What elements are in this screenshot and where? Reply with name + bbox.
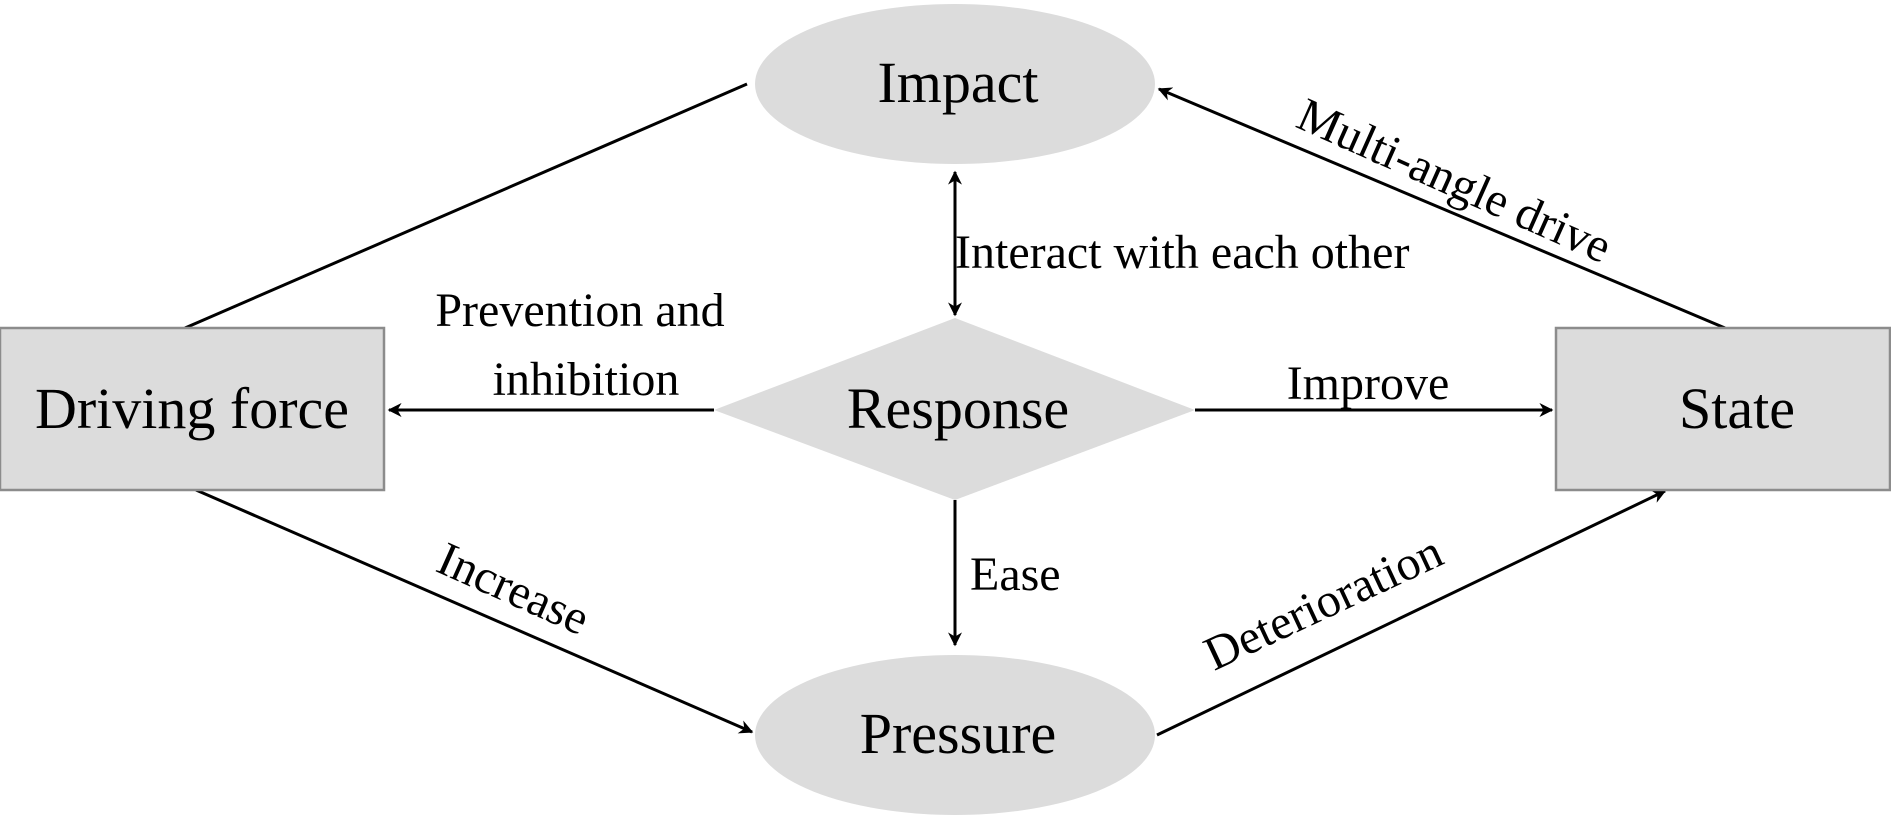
node-driving-force: Driving force	[0, 326, 386, 492]
label-improve: Improve	[1287, 357, 1450, 410]
node-impact-label: Impact	[877, 50, 1038, 115]
node-state: State	[1554, 326, 1891, 492]
label-interact-with-each-other: Interact with each other	[955, 226, 1409, 279]
node-pressure: Pressure	[755, 655, 1155, 815]
node-impact: Impact	[755, 4, 1155, 164]
connector-driving-to-impact	[184, 82, 748, 330]
label-deterioration: Deterioration	[1196, 525, 1450, 681]
node-pressure-label: Pressure	[860, 701, 1057, 766]
label-prevention-line2: inhibition	[493, 353, 680, 406]
connector-pressure-to-state	[1156, 489, 1667, 737]
label-prevention-line1: Prevention and	[435, 284, 724, 337]
label-ease: Ease	[970, 548, 1061, 601]
connector-state-to-impact	[1157, 87, 1726, 330]
connector-driving-to-pressure	[195, 488, 754, 734]
node-response: Response	[714, 318, 1195, 500]
node-response-label: Response	[847, 376, 1069, 441]
node-driving-force-label: Driving force	[35, 376, 349, 441]
node-state-label: State	[1679, 376, 1795, 441]
